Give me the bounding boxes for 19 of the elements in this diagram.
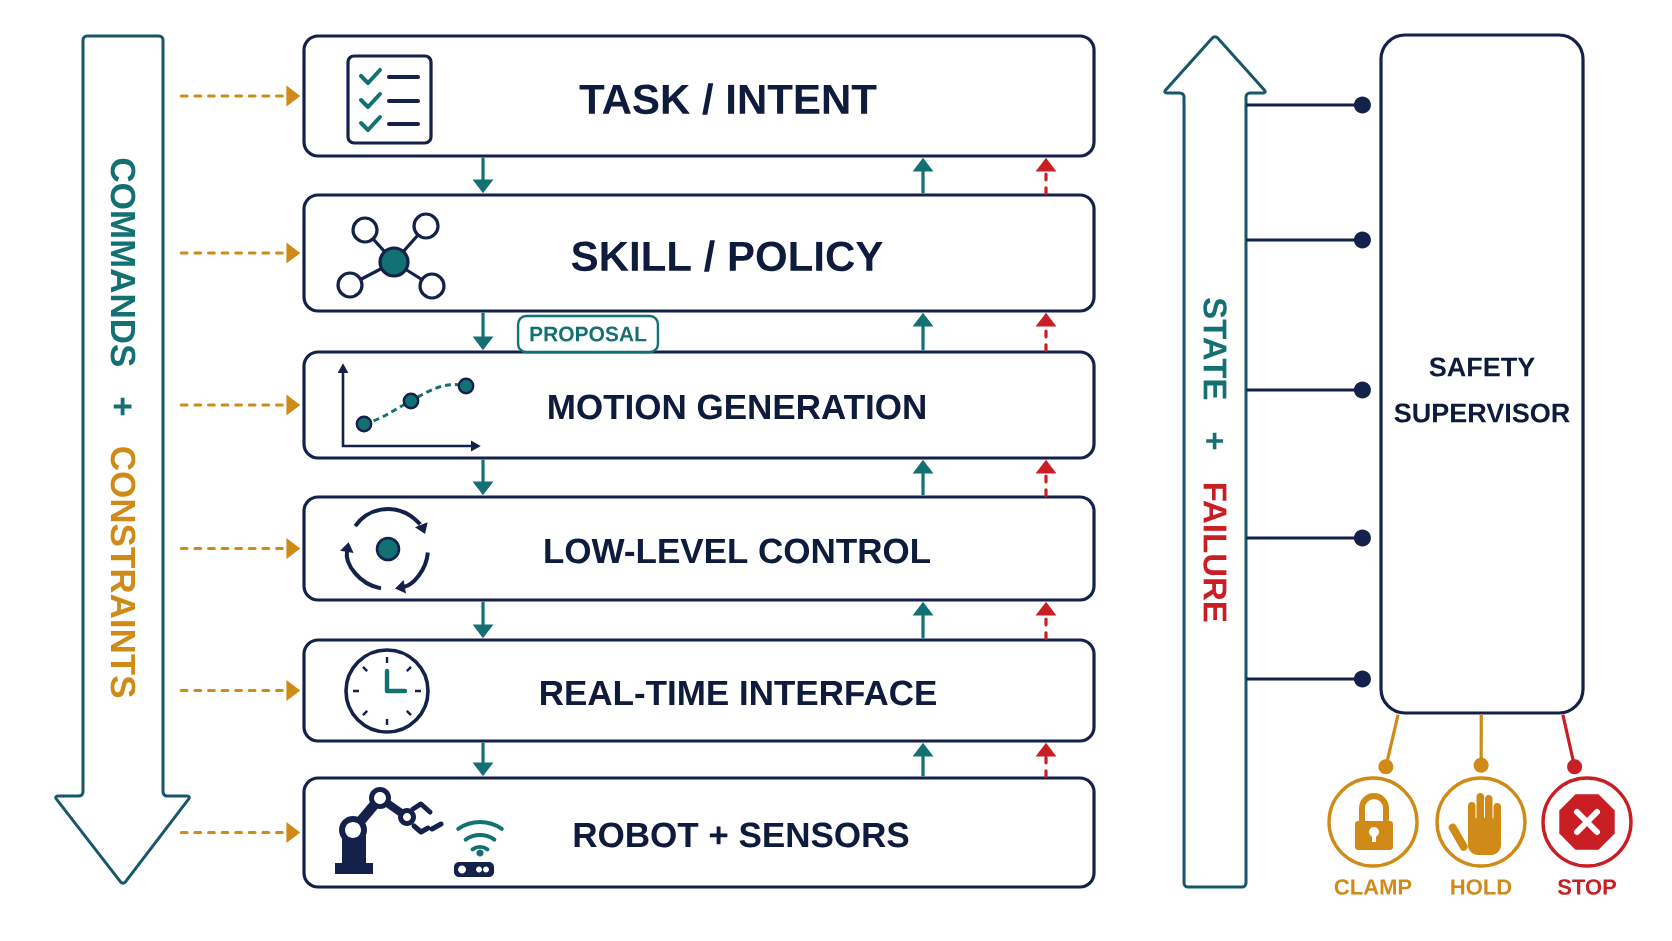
connector-line <box>1246 381 1371 399</box>
layer-box: REAL-TIME INTERFACE <box>302 638 1096 743</box>
connector-line <box>1246 231 1371 249</box>
connector-line <box>1561 714 1583 775</box>
edge-label: PROPOSAL <box>516 314 660 354</box>
layer-box: MOTION GENERATION <box>302 350 1096 460</box>
action-label: CLAMP <box>1334 879 1412 895</box>
supervisor-box: SAFETY SUPERVISOR <box>1379 33 1585 715</box>
action-label: STOP <box>1557 879 1616 895</box>
connector-line <box>1378 714 1400 775</box>
action-label: HOLD <box>1451 879 1512 895</box>
connector-line <box>1473 714 1489 773</box>
connector-line <box>1246 96 1371 114</box>
layer-box: ROBOT + SENSORS <box>302 776 1096 889</box>
connector-line <box>1246 529 1371 547</box>
layer-box: LOW-LEVEL CONTROL <box>302 495 1096 602</box>
layer-box: TASK / INTENT <box>302 34 1096 158</box>
layer-box: SKILL / POLICY <box>302 193 1096 313</box>
connector-line <box>1246 670 1371 688</box>
